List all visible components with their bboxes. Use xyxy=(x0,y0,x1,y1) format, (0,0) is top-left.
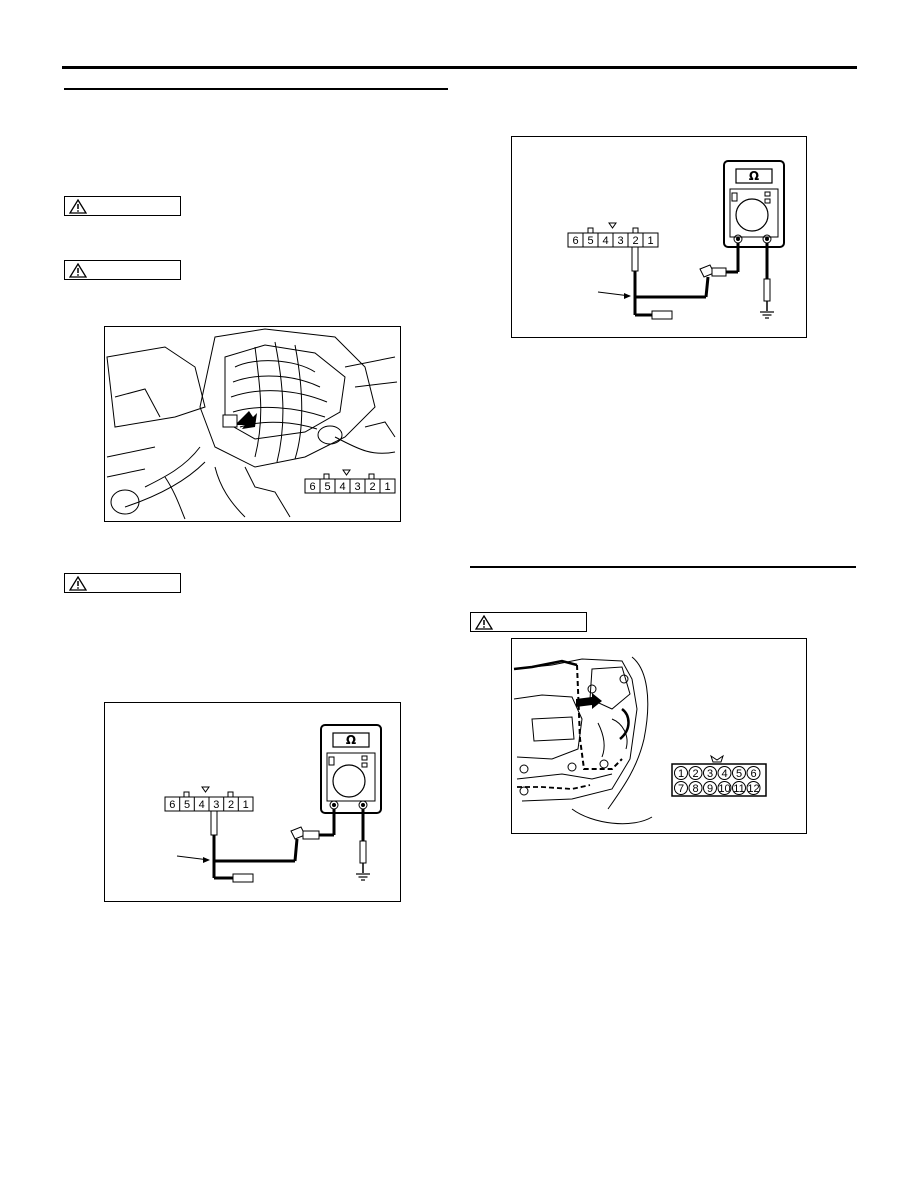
caution-box-2 xyxy=(64,260,181,280)
figure-engine-connector-location: 1 2 3 4 5 6 7 8 9 10 11 12 xyxy=(511,638,807,834)
pin-label: 3 xyxy=(213,799,219,811)
pin-label: 9 xyxy=(707,783,713,795)
warning-triangle-icon xyxy=(475,615,493,630)
pin-label: 10 xyxy=(718,783,730,795)
ohmmeter-icon xyxy=(723,160,785,248)
caution-box-3 xyxy=(64,573,181,593)
caution-box-4 xyxy=(470,612,587,632)
pin-label: 2 xyxy=(692,768,698,780)
ohmmeter-diagram: Ω 6 5 4 3 2 1 xyxy=(567,160,785,320)
pin-label: 6 xyxy=(572,235,578,247)
pin-label: 7 xyxy=(678,783,684,795)
pin-label: 8 xyxy=(692,783,698,795)
connector-pins-bottom-row: 7 8 9 10 11 12 xyxy=(674,781,761,795)
pin-label: 2 xyxy=(228,799,234,811)
meter-symbol: Ω xyxy=(749,169,759,183)
pin-label: 5 xyxy=(587,235,593,247)
pin-label: 5 xyxy=(184,799,190,811)
pin-label: 1 xyxy=(647,235,653,247)
warning-triangle-icon xyxy=(69,576,87,591)
figure-connector-location: 6 5 4 3 2 1 xyxy=(104,326,401,522)
pin-label: 4 xyxy=(602,235,608,247)
warning-triangle-icon xyxy=(69,263,87,278)
pin-label: 3 xyxy=(617,235,623,247)
warning-triangle-icon xyxy=(69,199,87,214)
pin-label: 3 xyxy=(354,481,360,493)
pin-label: 5 xyxy=(324,481,330,493)
pin-label: 1 xyxy=(243,799,249,811)
pin-label: 6 xyxy=(750,768,756,780)
connector-pin-chart: 6 5 4 3 2 1 xyxy=(304,469,396,494)
pin-label: 11 xyxy=(733,783,744,795)
pin-label: 5 xyxy=(736,768,742,780)
pin-label: 1 xyxy=(384,481,390,493)
figure-meter-check-pin2: Ω 6 5 4 3 2 1 xyxy=(511,136,807,338)
connector-pin-chart: 6 5 4 3 2 1 xyxy=(164,786,254,812)
connector-pin-chart: 6 5 4 3 2 1 xyxy=(567,222,659,248)
pin-label: 12 xyxy=(747,783,759,795)
meter-symbol: Ω xyxy=(346,733,356,747)
caution-box-1 xyxy=(64,196,181,216)
ground-symbol-icon xyxy=(356,873,370,881)
page-header-rule xyxy=(62,66,857,69)
dashboard-harness-illustration: 6 5 4 3 2 1 xyxy=(106,328,398,520)
pin-label: 1 xyxy=(678,768,684,780)
pin-label: 4 xyxy=(721,768,727,780)
ohmmeter-diagram: Ω 6 5 4 3 2 1 xyxy=(164,724,382,883)
pin-label: 2 xyxy=(369,481,375,493)
pin-label: 3 xyxy=(707,768,713,780)
ground-symbol-icon xyxy=(760,311,774,319)
section-rule-left xyxy=(64,88,448,90)
pin-label: 4 xyxy=(199,799,205,811)
section-rule-right xyxy=(470,566,856,568)
pin-label: 6 xyxy=(169,799,175,811)
pin-label: 2 xyxy=(632,235,638,247)
engine-compartment-illustration: 1 2 3 4 5 6 7 8 9 10 11 12 xyxy=(513,656,767,825)
pin-label: 6 xyxy=(309,481,315,493)
connector-pins-top-row: 1 2 3 4 5 6 xyxy=(674,766,761,780)
figure-meter-check-pin3: Ω 6 5 4 3 2 1 xyxy=(104,702,401,902)
pin-label: 4 xyxy=(339,481,345,493)
